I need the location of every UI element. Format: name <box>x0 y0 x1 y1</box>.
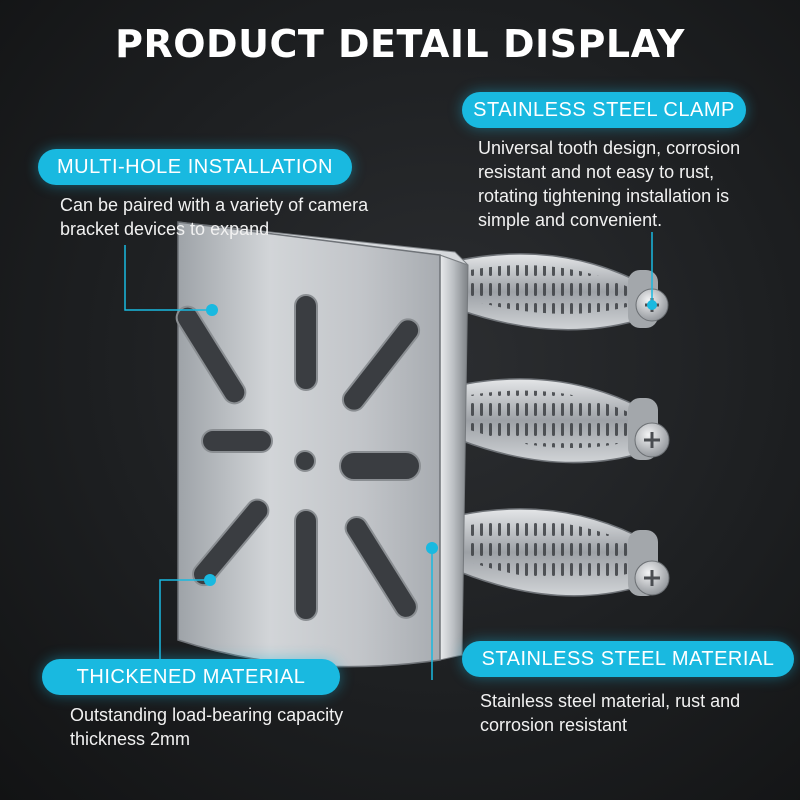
leader-lines <box>124 232 653 680</box>
clamp-band-middle <box>459 378 656 464</box>
screw-head-icon <box>628 530 670 596</box>
bracket-side-flange <box>439 254 469 661</box>
thickened-material-description-line: thickness 2mm <box>70 729 191 749</box>
thickened-material-label: THICKENED MATERIAL <box>42 659 340 695</box>
clamp-description-line: resistant and not easy to rust, <box>478 162 715 182</box>
clamp-description: Universal tooth design, corrosion resist… <box>478 136 788 232</box>
clamp-description-line: rotating tightening installation is <box>478 186 730 206</box>
multi-hole-description-line: bracket devices to expand <box>60 219 270 239</box>
hotspot-dot-icon <box>204 300 657 586</box>
screw-head-icon <box>628 270 669 328</box>
steel-material-description-line: Stainless steel material, rust and <box>480 691 741 711</box>
multi-hole-label: MULTI-HOLE INSTALLATION <box>38 149 352 185</box>
mounting-holes <box>175 294 421 621</box>
steel-material-description-line: corrosion resistant <box>480 715 628 735</box>
clamp-band-bottom <box>459 508 656 597</box>
page-title: PRODUCT DETAIL DISPLAY <box>115 22 685 66</box>
screw-head-icon <box>628 398 670 460</box>
clamp-description-line: simple and convenient. <box>478 210 663 230</box>
thickened-material-description: Outstanding load-bearing capacity thickn… <box>70 703 410 751</box>
clamp-label: STAINLESS STEEL CLAMP <box>462 92 746 128</box>
thickened-material-description-line: Outstanding load-bearing capacity <box>70 705 344 725</box>
steel-material-label: STAINLESS STEEL MATERIAL <box>462 641 794 677</box>
clamp-band-top <box>459 253 656 331</box>
multi-hole-description: Can be paired with a variety of camera b… <box>60 193 420 241</box>
clamp-description-line: Universal tooth design, corrosion <box>478 138 741 158</box>
steel-material-description: Stainless steel material, rust and corro… <box>480 689 790 737</box>
multi-hole-description-line: Can be paired with a variety of camera <box>60 195 369 215</box>
